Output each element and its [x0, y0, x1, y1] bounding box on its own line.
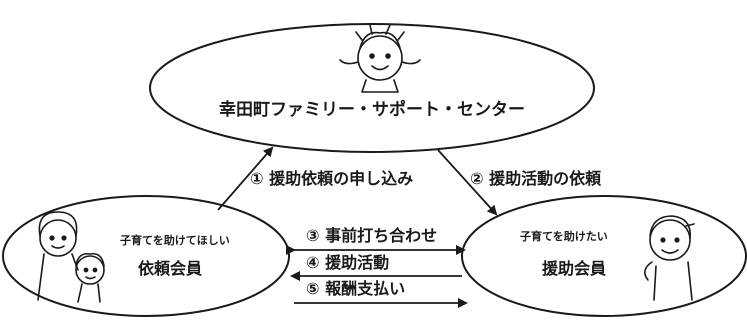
parent-child-drawing-left: [37, 211, 105, 303]
step-1-label: ① 援助依頼の申し込み: [250, 169, 413, 188]
center-ellipse: [149, 23, 595, 153]
step-3-label: ③ 事前打ち合わせ: [306, 226, 437, 245]
child-drawing-center: [339, 24, 421, 93]
arrow-apply: [217, 146, 274, 211]
step-2-label: ② 援助活動の依頼: [470, 169, 602, 188]
left-ellipse: [2, 195, 290, 317]
center-title: 幸田町ファミリー・サポート・センター: [219, 99, 525, 120]
step-4-label: ④ 援助活動: [306, 253, 389, 272]
arrow-request: [437, 149, 498, 216]
right-subtitle: 子育てを助けたい: [520, 229, 608, 243]
right-ellipse: [461, 195, 747, 317]
helper-drawing-right: [644, 215, 695, 301]
right-title: 援助会員: [542, 259, 606, 278]
left-subtitle: 子育てを助けてほしい: [120, 233, 230, 247]
left-title: 依頼会員: [138, 259, 202, 278]
step-5-label: ⑤ 報酬支払い: [306, 279, 405, 298]
